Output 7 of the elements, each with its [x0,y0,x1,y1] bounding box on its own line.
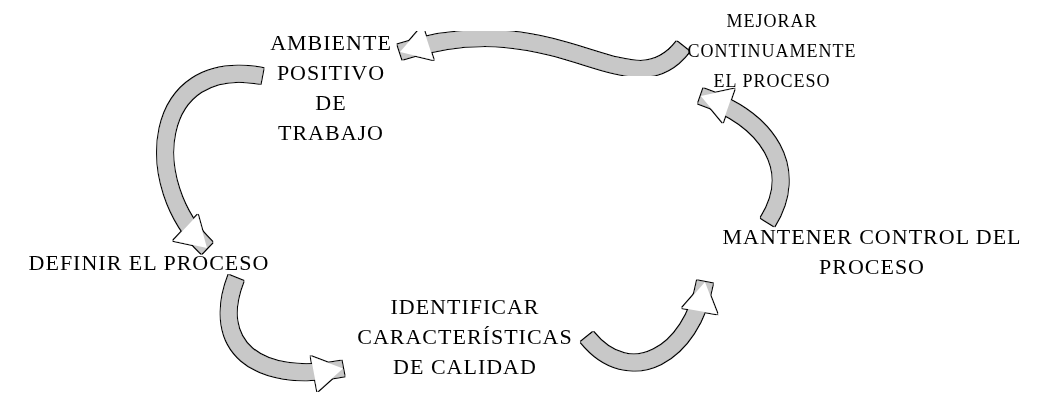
node-label: MANTENER CONTROL DEL PROCESO [721,223,1023,281]
curved-arrow [398,27,689,77]
node-label: DEFINIR EL PROCESO [27,249,271,277]
node-label: AMBIENTE POSITIVO DE TRABAJO [269,29,393,147]
curved-arrow [581,280,716,371]
node-label: IDENTIFICAR CARACTERÍSTICAS DE CALIDAD [356,293,574,381]
node-label: MEJORAR CONTINUAMENTE EL PROCESO [686,10,858,93]
